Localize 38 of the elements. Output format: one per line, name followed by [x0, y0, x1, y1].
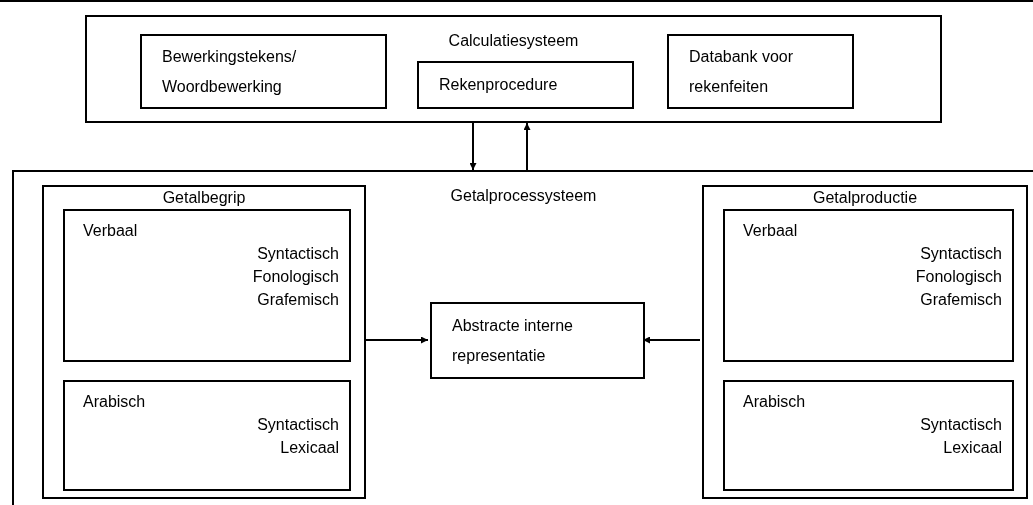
- box-label: Calculatiesysteem: [448, 31, 579, 51]
- arrow: [363, 336, 429, 344]
- box-label: Databank voor rekenfeiten: [689, 46, 795, 97]
- box-label: Syntactisch: [920, 415, 1002, 435]
- box-label: Fonologisch: [252, 267, 339, 287]
- box-label: Arabisch: [743, 392, 806, 412]
- box-label: Arabisch: [83, 392, 146, 412]
- system-box: [12, 170, 1033, 505]
- process-box: [417, 61, 634, 109]
- process-box: [63, 209, 351, 362]
- process-box: [723, 209, 1014, 362]
- box-label: Lexicaal: [280, 438, 339, 458]
- box-label: Rekenprocedure: [439, 75, 558, 95]
- process-box: [63, 380, 351, 491]
- box-label: Lexicaal: [943, 438, 1002, 458]
- process-box: [723, 380, 1014, 491]
- box-label: Abstracte interne representatie: [452, 315, 574, 366]
- arrow: [469, 122, 477, 171]
- box-label: Syntactisch: [920, 244, 1002, 264]
- box-label: Getalprocessysteem: [450, 186, 597, 206]
- box-label: Getalproductie: [812, 188, 918, 208]
- box-label: Fonologisch: [915, 267, 1002, 287]
- system-box: [42, 185, 366, 499]
- arrow: [642, 336, 701, 344]
- box-label: Verbaal: [83, 221, 138, 241]
- box-label: Syntactisch: [257, 244, 339, 264]
- box-label: Getalbegrip: [162, 188, 246, 208]
- process-box: [140, 34, 387, 109]
- process-box: [667, 34, 854, 109]
- box-label: Grafemisch: [257, 290, 339, 310]
- process-box: [430, 302, 645, 379]
- system-box: [702, 185, 1028, 499]
- box-label: Grafemisch: [920, 290, 1002, 310]
- system-box: [85, 15, 942, 123]
- box-label: Verbaal: [743, 221, 798, 241]
- box-label: Bewerkingstekens/ Woordbewerking: [162, 46, 298, 97]
- arrow: [523, 122, 531, 171]
- box-label: Syntactisch: [257, 415, 339, 435]
